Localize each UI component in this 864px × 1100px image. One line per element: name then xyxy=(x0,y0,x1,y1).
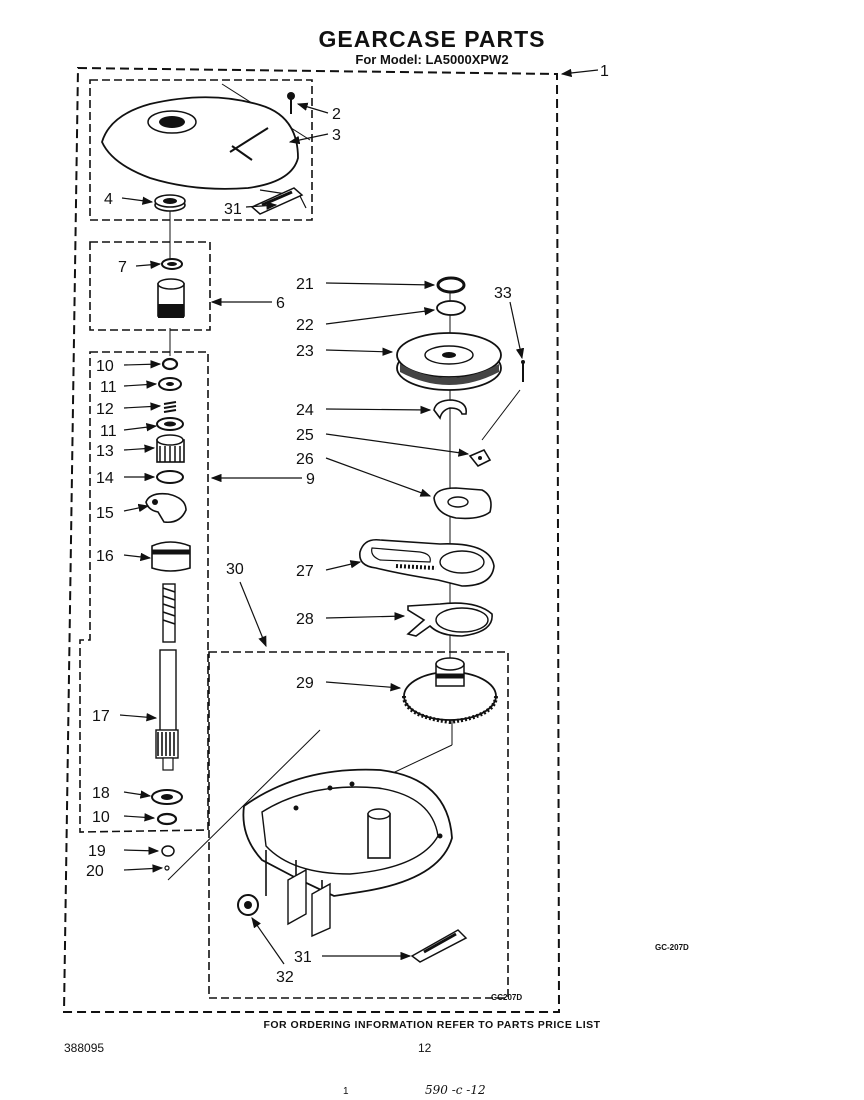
pin-part-33 xyxy=(521,360,525,382)
callout-11-top: 11 xyxy=(100,379,117,396)
screw-part-2 xyxy=(287,92,295,114)
assembly-30-box xyxy=(208,651,509,999)
assembly-6-box xyxy=(89,241,211,331)
clutch-part-16 xyxy=(151,541,191,572)
gearcase-housing-part-30 xyxy=(242,768,453,938)
callout-18: 18 xyxy=(92,785,110,802)
pin-guide xyxy=(481,389,521,441)
callout-12: 12 xyxy=(96,401,114,418)
callout-17: 17 xyxy=(92,708,110,725)
callout-22: 22 xyxy=(296,317,314,334)
callout-2: 2 xyxy=(332,106,341,123)
washer-part-22 xyxy=(436,300,466,316)
callout-9: 9 xyxy=(306,471,315,488)
callout-25: 25 xyxy=(296,427,314,444)
shaft-part-17 xyxy=(155,583,179,771)
callout-10-bottom: 10 xyxy=(92,809,110,826)
page-title: GEARCASE PARTS xyxy=(318,26,546,52)
callout-31-lower: 31 xyxy=(294,949,312,966)
drive-gear-part-29 xyxy=(402,657,498,725)
callout-27: 27 xyxy=(296,563,314,580)
callout-14: 14 xyxy=(96,470,114,487)
leader-lines xyxy=(119,68,599,965)
page-number: 12 xyxy=(418,1041,432,1055)
callout-7: 7 xyxy=(118,259,127,276)
ball-part-20 xyxy=(164,865,170,871)
spring-clip-part-24 xyxy=(433,399,468,420)
grease-tube-part-31-lower xyxy=(410,929,468,963)
callout-16: 16 xyxy=(96,548,114,565)
retaining-ring-part-10-top xyxy=(161,357,179,371)
rack-part-27 xyxy=(359,538,495,587)
bearing-part-32 xyxy=(237,894,259,916)
retaining-ring-part-10-bottom xyxy=(156,812,178,826)
callout-23: 23 xyxy=(296,343,314,360)
callout-6: 6 xyxy=(276,295,285,312)
callout-3: 3 xyxy=(332,127,341,144)
callout-1: 1 xyxy=(600,63,609,80)
callout-21: 21 xyxy=(296,276,314,293)
cover-group-box xyxy=(89,79,313,221)
handwritten-note: 590 -c -12 xyxy=(425,1083,486,1097)
gearcase-cover-part-3 xyxy=(101,96,307,209)
document-number: 388095 xyxy=(64,1041,105,1055)
ring-part-14 xyxy=(156,470,184,484)
callout-11-lower: 11 xyxy=(100,423,117,440)
callout-13: 13 xyxy=(96,443,114,460)
callout-32: 32 xyxy=(276,969,294,986)
washer-part-11-lower xyxy=(156,417,184,431)
pinion-part-13 xyxy=(156,434,185,463)
diagram-code-inner: GC207D xyxy=(491,993,523,1002)
cam-part-15 xyxy=(145,492,187,524)
grease-tube-part-31-upper xyxy=(250,187,304,215)
callout-28: 28 xyxy=(296,611,314,628)
callout-33: 33 xyxy=(494,285,512,302)
callout-15: 15 xyxy=(96,505,114,522)
bearing-housing-part-6 xyxy=(157,278,185,318)
callout-26: 26 xyxy=(296,451,314,468)
spring-part-12 xyxy=(163,401,177,413)
ordering-note: FOR ORDERING INFORMATION REFER TO PARTS … xyxy=(263,1019,601,1031)
assembly-1-outline xyxy=(62,66,561,1013)
seal-part-7 xyxy=(161,258,183,270)
model-subtitle: For Model: LA5000XPW2 xyxy=(355,52,509,67)
plate-part-26 xyxy=(433,487,492,520)
callout-10-top: 10 xyxy=(96,358,114,375)
shifter-part-28 xyxy=(406,602,493,637)
ring-part-21 xyxy=(436,276,466,294)
washer-part-11-top xyxy=(158,377,182,391)
callout-31-upper: 31 xyxy=(224,201,242,218)
margin-mark: 1 xyxy=(343,1086,349,1097)
callout-4: 4 xyxy=(104,191,113,208)
callout-24: 24 xyxy=(296,402,314,419)
washer-part-18 xyxy=(151,789,183,805)
bearing-part-4 xyxy=(154,194,186,212)
assembly-9-box xyxy=(79,351,209,833)
callout-20: 20 xyxy=(86,863,104,880)
ball-part-19 xyxy=(161,845,175,857)
gear-part-23 xyxy=(396,332,502,391)
callout-30: 30 xyxy=(226,561,244,578)
callout-19: 19 xyxy=(88,843,106,860)
dog-part-25 xyxy=(468,448,492,468)
diagram-code-outer: GC-207D xyxy=(655,943,689,952)
callout-29: 29 xyxy=(296,675,314,692)
